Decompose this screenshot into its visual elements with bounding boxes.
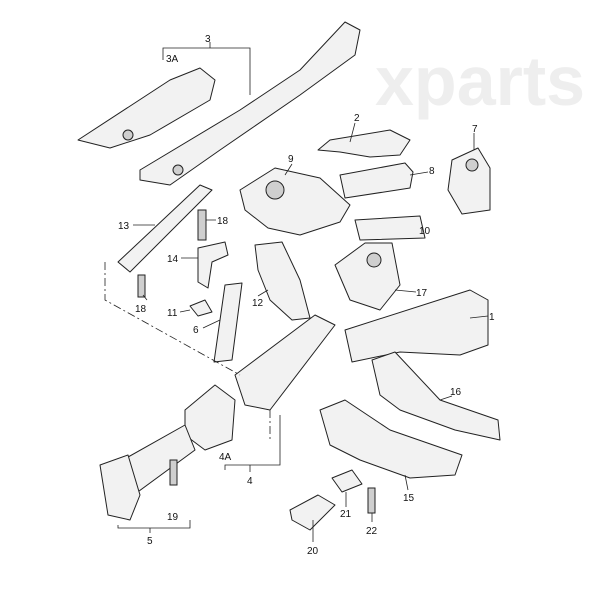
- bolt-18-upper: [197, 209, 207, 241]
- callout-22[interactable]: 22: [366, 526, 378, 537]
- part-7-shape: [447, 147, 491, 215]
- part-4-shape: [234, 314, 336, 411]
- bolt-hole: [172, 164, 184, 176]
- callout-13[interactable]: 13: [118, 221, 130, 232]
- bolt-hole: [122, 129, 134, 141]
- part-14-shape: [197, 241, 229, 289]
- callout-19[interactable]: 19: [167, 512, 179, 523]
- part-21-shape: [331, 469, 363, 493]
- part-13-shape: [117, 184, 213, 273]
- callout-18-lower[interactable]: 18: [135, 304, 147, 315]
- part-6-shape: [213, 282, 243, 363]
- part-8-shape: [339, 162, 414, 199]
- part-20-shape: [289, 494, 336, 531]
- part-3a-shape: [77, 67, 216, 149]
- callout-9[interactable]: 9: [288, 154, 294, 165]
- callout-18-upper[interactable]: 18: [217, 216, 229, 227]
- part-9-shape: [239, 167, 351, 236]
- part-5-flange: [99, 454, 141, 521]
- callout-21[interactable]: 21: [340, 509, 352, 520]
- callout-16[interactable]: 16: [450, 387, 462, 398]
- callout-20[interactable]: 20: [307, 546, 319, 557]
- leaders: [133, 122, 489, 542]
- phantom-line: [104, 262, 271, 440]
- bolt-19: [169, 459, 178, 486]
- callout-3a[interactable]: 3A: [166, 54, 179, 65]
- bracket-5: [117, 520, 191, 533]
- part-11-shape: [189, 299, 213, 317]
- callout-1[interactable]: 1: [489, 312, 495, 323]
- part-2-shape: [317, 129, 411, 158]
- callout-15[interactable]: 15: [403, 493, 415, 504]
- callout-5[interactable]: 5: [147, 536, 153, 547]
- watermark: xparts: [375, 42, 585, 120]
- callout-11[interactable]: 11: [167, 308, 178, 319]
- strut-mount: [265, 180, 285, 200]
- callout-6[interactable]: 6: [193, 325, 199, 336]
- callout-2[interactable]: 2: [354, 113, 360, 124]
- bolt-18-lower: [137, 274, 146, 298]
- part-12-shape: [254, 241, 311, 321]
- callout-10[interactable]: 10: [419, 226, 431, 237]
- part-10-shape: [354, 215, 426, 241]
- callout-7[interactable]: 7: [472, 124, 478, 135]
- callout-14[interactable]: 14: [167, 254, 179, 265]
- part-3-shape: [139, 21, 361, 186]
- callout-17[interactable]: 17: [416, 288, 428, 299]
- callout-12[interactable]: 12: [252, 298, 264, 309]
- callout-4[interactable]: 4: [247, 476, 253, 487]
- callout-8[interactable]: 8: [429, 166, 435, 177]
- callout-4a[interactable]: 4A: [219, 452, 232, 463]
- bracket-3: [162, 42, 251, 95]
- callout-3[interactable]: 3: [205, 34, 211, 45]
- bracket-4: [224, 415, 281, 472]
- part-16-shape: [371, 351, 501, 441]
- part-15-shape: [319, 399, 463, 479]
- bolt-hole: [465, 158, 479, 172]
- bolt-22: [367, 487, 376, 514]
- part-17-shape: [334, 242, 401, 311]
- bolt-hole: [366, 252, 382, 268]
- part-4a-shape: [184, 384, 236, 451]
- part-1-shape: [344, 289, 489, 363]
